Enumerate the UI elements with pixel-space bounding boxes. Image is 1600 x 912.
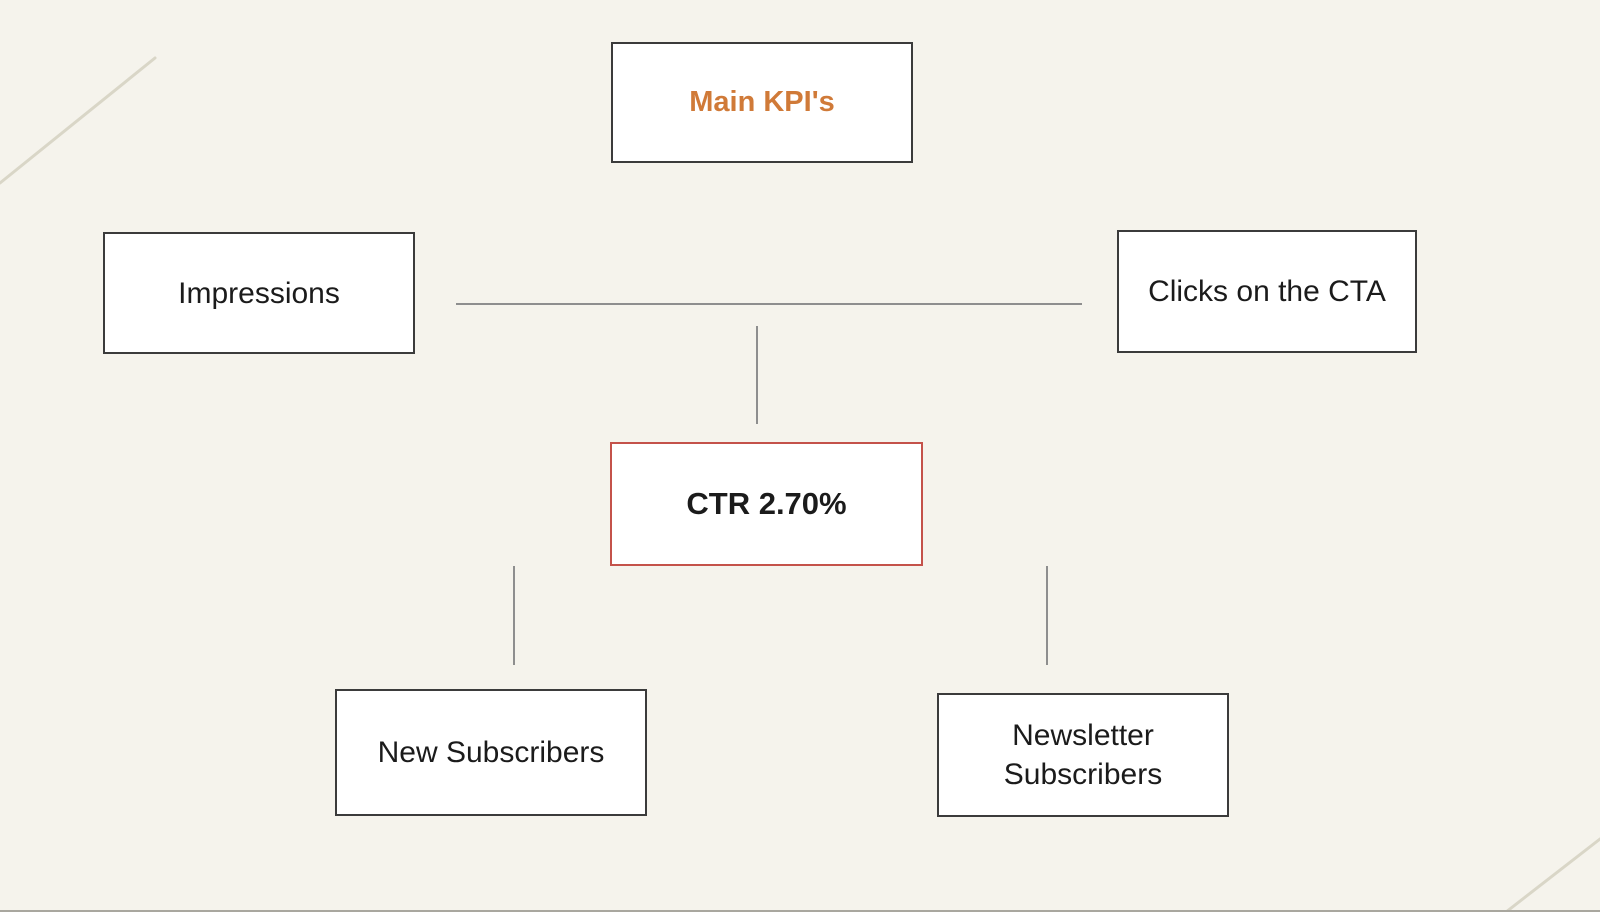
connector-ctr-newsletter-subscribers [1046, 566, 1048, 665]
decor-diagonal-bottom-right [1504, 837, 1600, 912]
node-main-kpis[interactable]: Main KPI's [611, 42, 913, 163]
node-main-kpis-label: Main KPI's [689, 85, 835, 118]
node-impressions[interactable]: Impressions [103, 232, 415, 354]
connector-ctr-new-subscribers [513, 566, 515, 665]
node-new-subscribers[interactable]: New Subscribers [335, 689, 647, 816]
node-newsletter-subscribers-label: Newsletter Subscribers [1003, 719, 1163, 791]
node-ctr[interactable]: CTR 2.70% [610, 442, 923, 566]
node-new-subscribers-label: New Subscribers [377, 736, 605, 769]
connector-line-to-ctr [756, 326, 758, 424]
node-clicks-cta-label: Clicks on the CTA [1148, 275, 1386, 308]
connector-impressions-clicks [456, 303, 1082, 305]
node-clicks-cta[interactable]: Clicks on the CTA [1117, 230, 1417, 353]
node-ctr-label: CTR 2.70% [686, 485, 847, 521]
node-impressions-label: Impressions [178, 276, 340, 310]
bottom-edge [0, 910, 1600, 912]
node-newsletter-subscribers[interactable]: Newsletter Subscribers [937, 693, 1229, 817]
decor-diagonal-top-left [0, 56, 157, 185]
